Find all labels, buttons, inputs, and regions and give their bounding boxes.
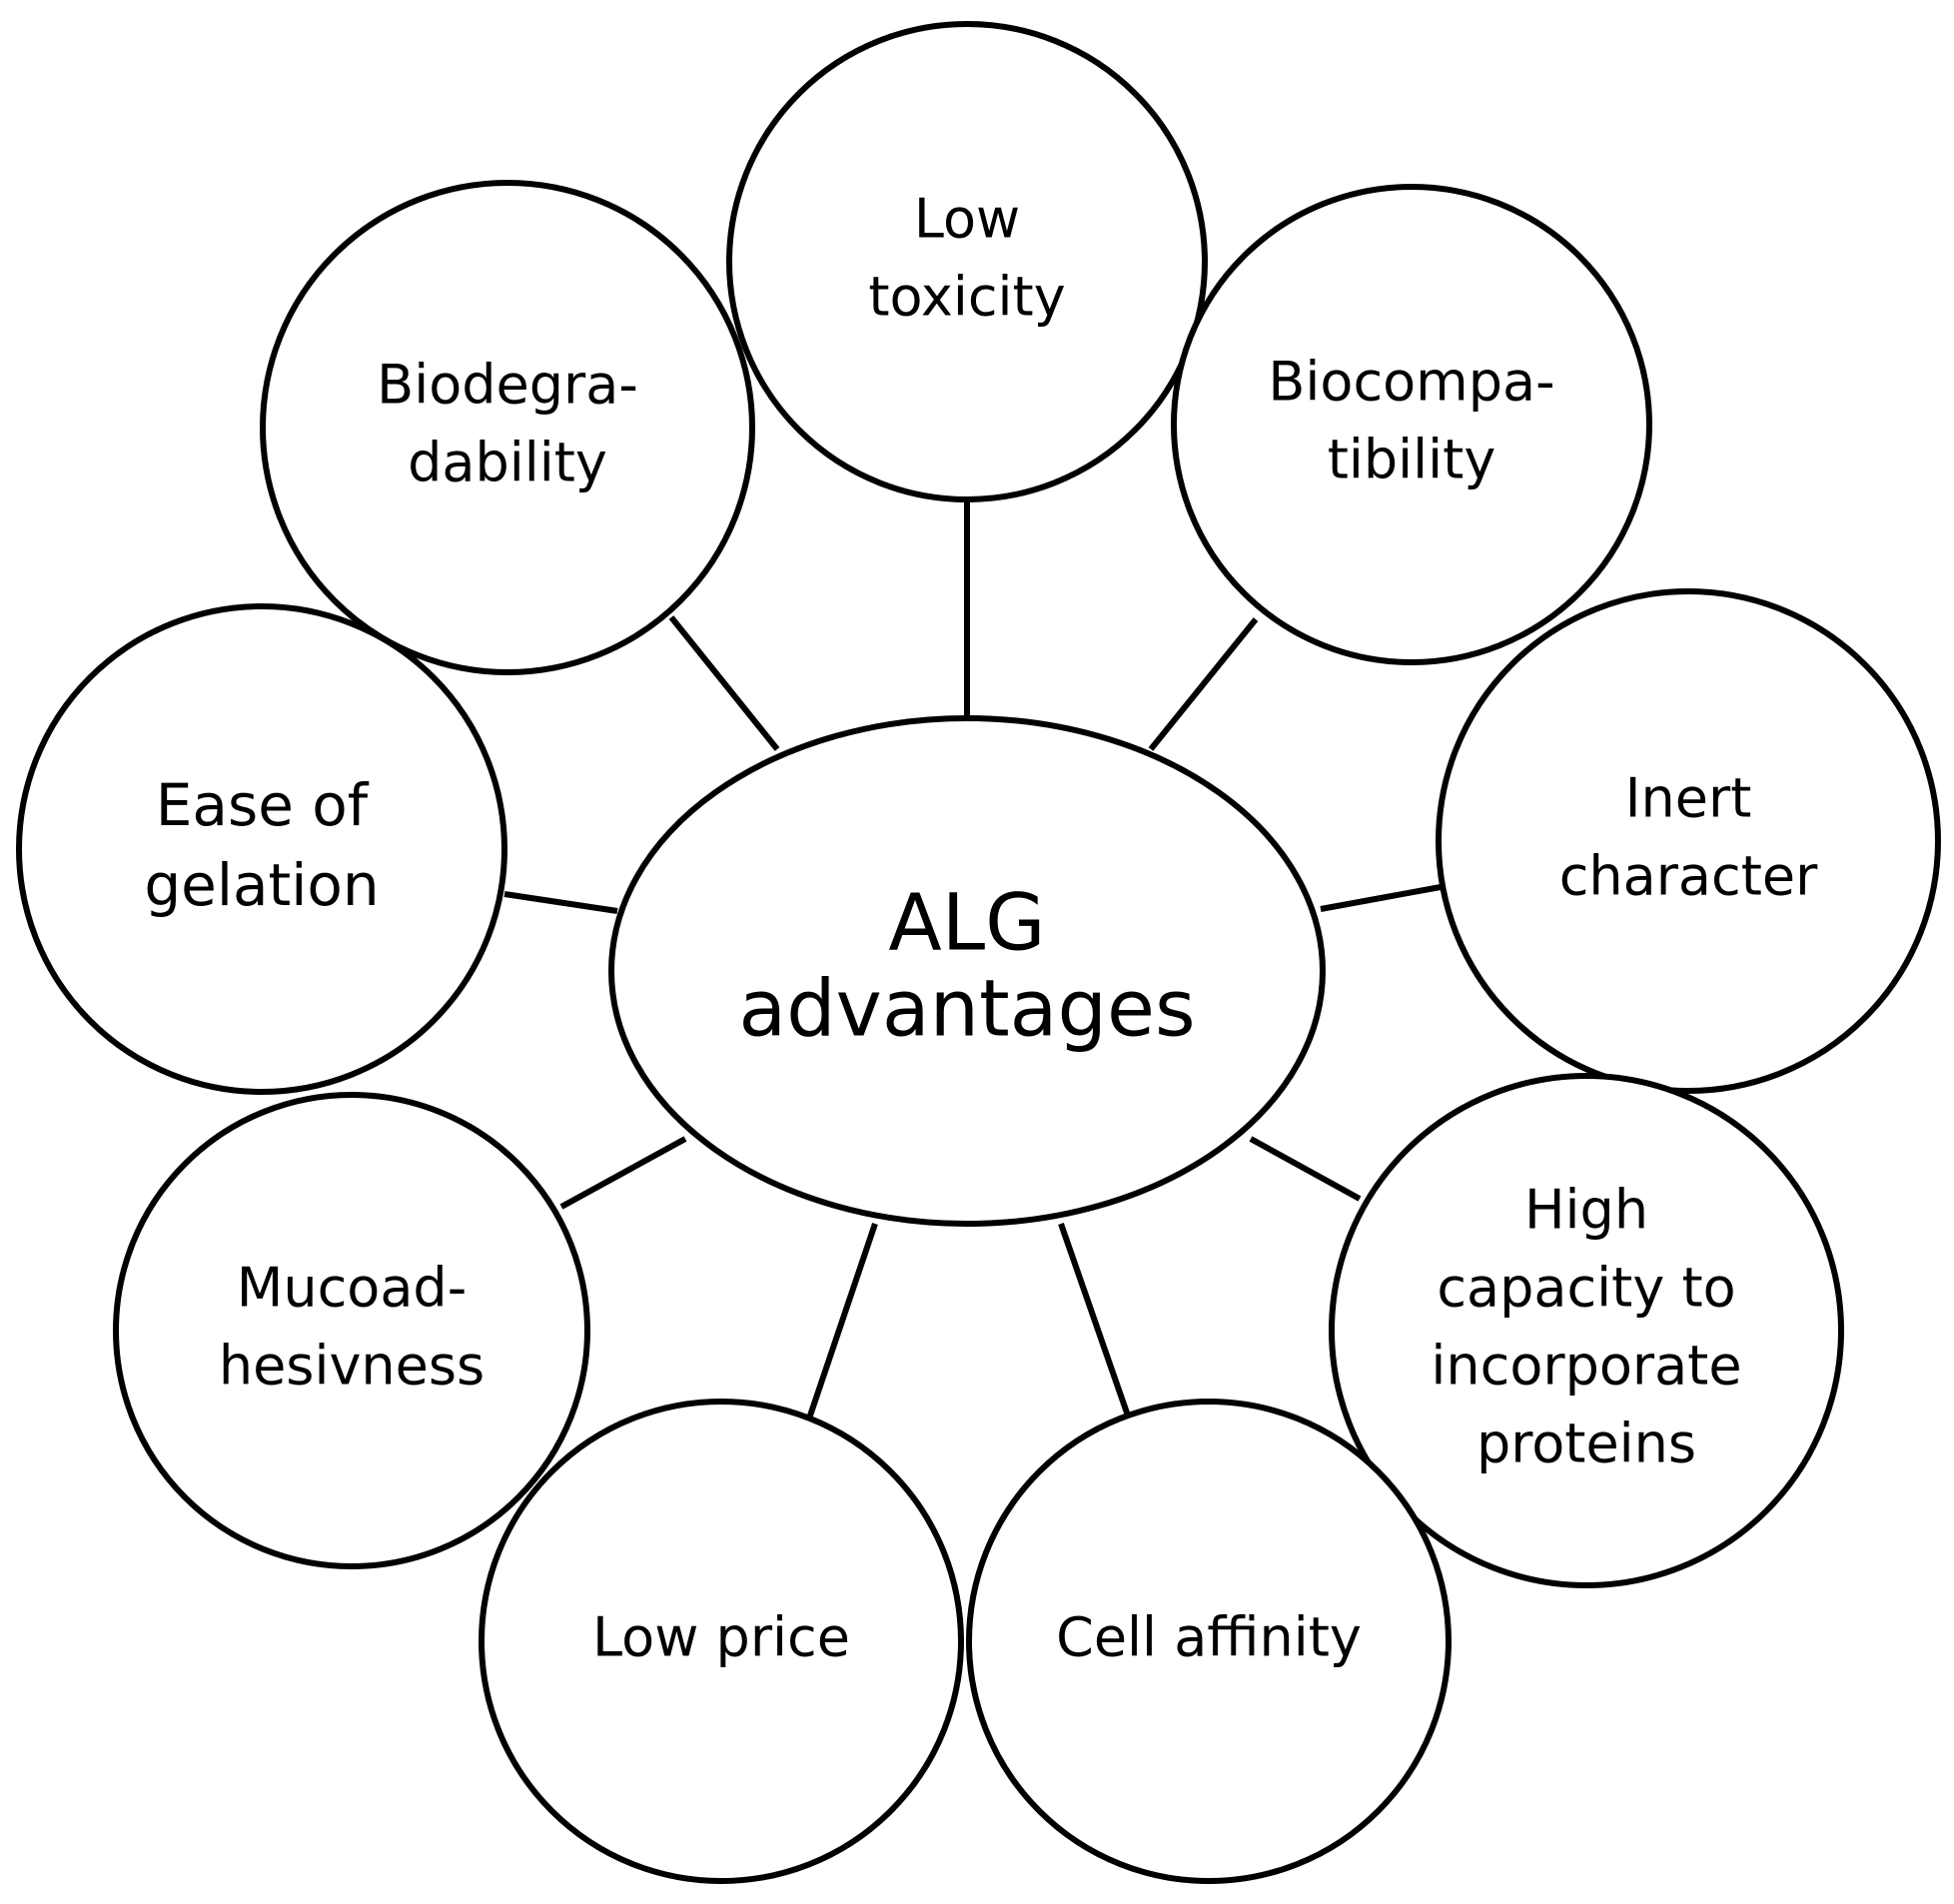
node-label-ease-of-gelation-line-2: gelation <box>144 851 379 919</box>
node-label-inert-character-line-1: Inert <box>1625 767 1752 830</box>
node-label-protein-capacity-line-1: High <box>1524 1179 1648 1242</box>
node-label-protein-capacity-line-2: capacity to <box>1437 1257 1735 1320</box>
connectors <box>503 499 1442 1420</box>
connector-inert-character <box>1320 884 1442 912</box>
node-circle-low-toxicity <box>726 21 1208 502</box>
connector-mucoadhesivness <box>559 1136 687 1210</box>
node-inert-character: Inert character <box>1436 588 1941 1094</box>
node-label-protein-capacity-line-4: proteins <box>1476 1413 1696 1475</box>
node-label-ease-of-gelation-line-1: Ease of <box>156 771 370 839</box>
node-cell-affinity: Cell affinity <box>966 1399 1452 1884</box>
node-low-price: Low price <box>479 1399 964 1884</box>
node-label-protein-capacity-line-3: incorporate <box>1431 1335 1741 1398</box>
node-label-mucoadhesivness-line-1: Mucoad- <box>237 1257 467 1320</box>
center-label-line-1: ALG <box>888 878 1045 968</box>
node-circle-inert-character <box>1436 588 1941 1094</box>
node-low-toxicity: Low toxicity <box>726 21 1208 502</box>
node-biocompatibility: Biocompa-tibility <box>1171 184 1652 665</box>
connector-ease-of-gelation <box>503 891 618 914</box>
node-label-low-price-line-1: Low price <box>592 1606 850 1669</box>
node-label-biodegradability-line-1: Biodegra- <box>377 354 638 417</box>
node-label-biodegradability-line-2: dability <box>408 432 607 494</box>
node-label-biocompatibility-line-2: tibility <box>1328 429 1496 491</box>
node-label-biocompatibility-line-1: Biocompa- <box>1268 351 1554 414</box>
center-ellipse <box>608 715 1326 1227</box>
connector-protein-capacity <box>1249 1136 1362 1202</box>
connector-cell-affinity <box>1058 1223 1132 1420</box>
node-label-mucoadhesivness-line-2: hesivness <box>219 1335 485 1398</box>
node-circle-cell-affinity <box>966 1399 1452 1884</box>
node-circle-protein-capacity <box>1329 1073 1844 1588</box>
node-circle-mucoadhesivness <box>113 1092 590 1569</box>
center-label-line-2: advantages <box>738 964 1195 1054</box>
node-circle-biodegradability <box>260 180 755 675</box>
node-mucoadhesivness: Mucoad-hesivness <box>113 1092 590 1569</box>
node-label-low-toxicity-line-1: Low <box>914 188 1020 251</box>
node-label-low-toxicity-line-2: toxicity <box>868 266 1065 329</box>
node-protein-capacity: High capacity to incorporate proteins <box>1329 1073 1844 1588</box>
connector-biodegradability <box>668 615 780 751</box>
advantage-nodes: LowtoxicityBiocompa-tibilityInertcharact… <box>16 21 1941 1884</box>
connector-biocompatibility <box>1148 617 1259 751</box>
connector-low-price <box>806 1223 878 1420</box>
node-circle-biocompatibility <box>1171 184 1652 665</box>
node-circle-low-price <box>479 1399 964 1884</box>
node-biodegradability: Biodegra-dability <box>260 180 755 675</box>
node-label-inert-character-line-2: character <box>1559 845 1818 908</box>
node-ease-of-gelation: Ease of gelation <box>16 603 507 1095</box>
node-circle-ease-of-gelation <box>16 603 507 1095</box>
node-label-cell-affinity-line-1: Cell affinity <box>1056 1606 1362 1669</box>
